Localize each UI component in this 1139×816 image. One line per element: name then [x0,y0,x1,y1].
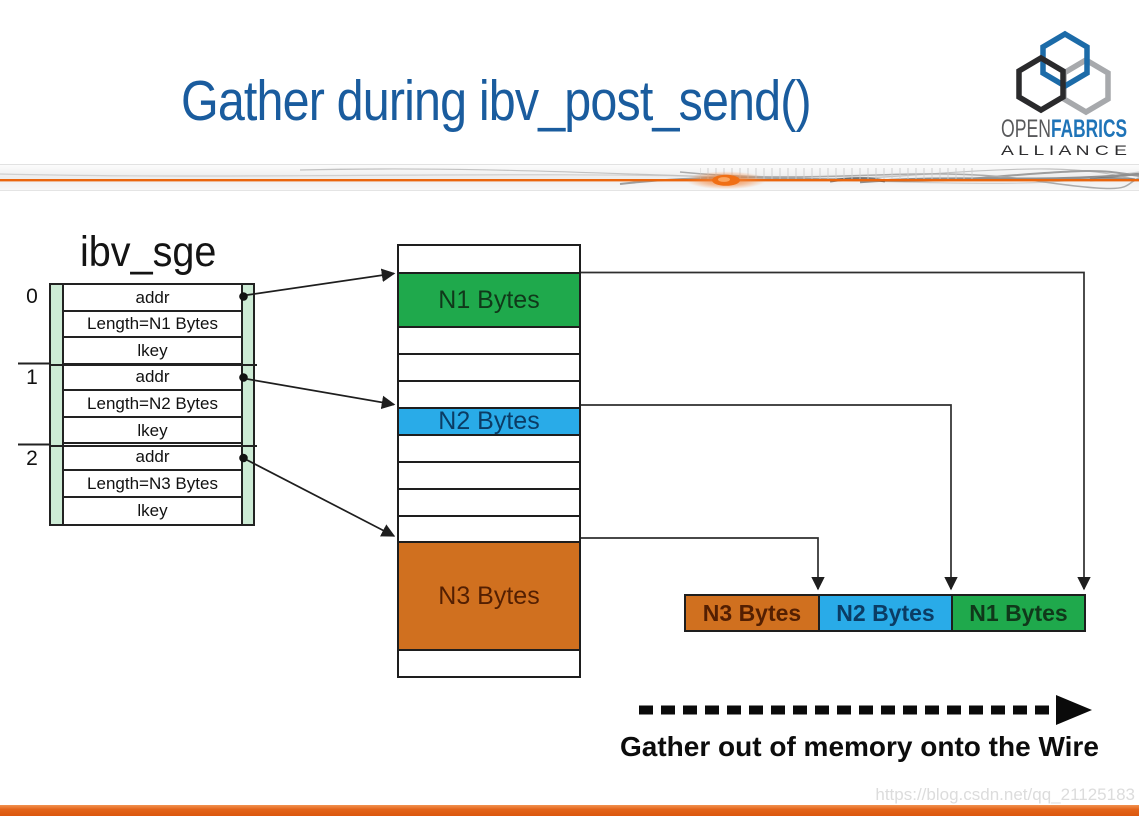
table-stripe-right [241,285,253,524]
group-separator [51,364,257,366]
memory-row-empty [399,355,579,382]
wire-row: N3 Bytes N2 Bytes N1 Bytes [684,594,1086,632]
wire-block-n2: N2 Bytes [818,594,953,632]
openfabrics-logo: OPEN FABRICS A L L I A N C E [1001,30,1127,158]
memory-row-empty [399,490,579,517]
page-title: Gather during ibv_post_send() [181,69,812,133]
ibv-sge-table: addr Length=N1 Bytes lkey addr Length=N2… [49,283,257,526]
wire-block-n1: N1 Bytes [951,594,1086,632]
bottom-bar [0,805,1139,816]
sge-cell-length-0: Length=N1 Bytes [64,312,241,339]
ribbon-hatch [700,168,975,179]
memory-row-empty [399,328,579,355]
memory-block-n2-label: N2 Bytes [438,407,540,435]
ibv-sge-heading: ibv_sge [80,228,217,276]
memory-row-empty [399,436,579,463]
memory-to-wire-arrow-n3 [581,537,825,591]
wire-block-n3: N3 Bytes [684,594,820,632]
memory-to-wire-arrow-n2 [581,404,958,591]
sge-cell-addr-1: addr [64,365,241,392]
memory-row-empty [399,382,579,409]
logo-text-fabrics: FABRICS [1051,115,1127,143]
sge-cell-length-2: Length=N3 Bytes [64,471,241,498]
hexagon-black-icon [1016,54,1066,114]
logo-text-alliance: A L L I A N C E [1001,142,1127,158]
header-ribbon [0,164,1139,191]
ribbon-orange-line [0,179,1139,182]
arrow-sge0-to-memory [246,268,396,296]
memory-block-n1: N1 Bytes [399,274,579,328]
memory-row-empty [399,246,579,274]
logo-text-open: OPEN [1001,115,1051,143]
memory-to-wire-arrow-n1 [581,271,1091,591]
sge-cell-lkey-1: lkey [64,418,241,445]
watermark: https://blog.csdn.net/qq_21125183 [875,785,1135,804]
sge-cell-length-1: Length=N2 Bytes [64,391,241,418]
memory-block-n2: N2 Bytes [399,407,579,436]
arrow-sge1-to-memory [246,378,396,410]
memory-region: N1 Bytes N2 Bytes N3 Bytes [397,244,581,678]
sge-cell-lkey-2: lkey [137,501,168,521]
gather-caption: Gather out of memory onto the Wire [620,731,1099,762]
sge-cell-addr-2: addr [64,444,241,471]
memory-block-n3: N3 Bytes [399,543,579,651]
sge-index-1: 1 [26,366,38,389]
memory-block-n3-label: N3 Bytes [438,581,540,610]
table-cells: addr Length=N1 Bytes lkey addr Length=N2… [64,285,241,524]
sge-cell-lkey-0: lkey [64,338,241,365]
memory-row-empty [399,517,579,543]
group-separator [51,445,257,447]
memory-row-empty [399,463,579,490]
sge-index-2: 2 [26,447,38,470]
table-stripe-left [51,285,64,524]
gather-direction-arrowhead [1056,695,1092,725]
sge-index-0: 0 [26,285,38,308]
memory-block-n1-label: N1 Bytes [438,285,540,314]
memory-row-empty [399,651,579,676]
sge-cell-addr-0: addr [64,285,241,312]
arrow-sge2-to-memory [246,459,396,537]
